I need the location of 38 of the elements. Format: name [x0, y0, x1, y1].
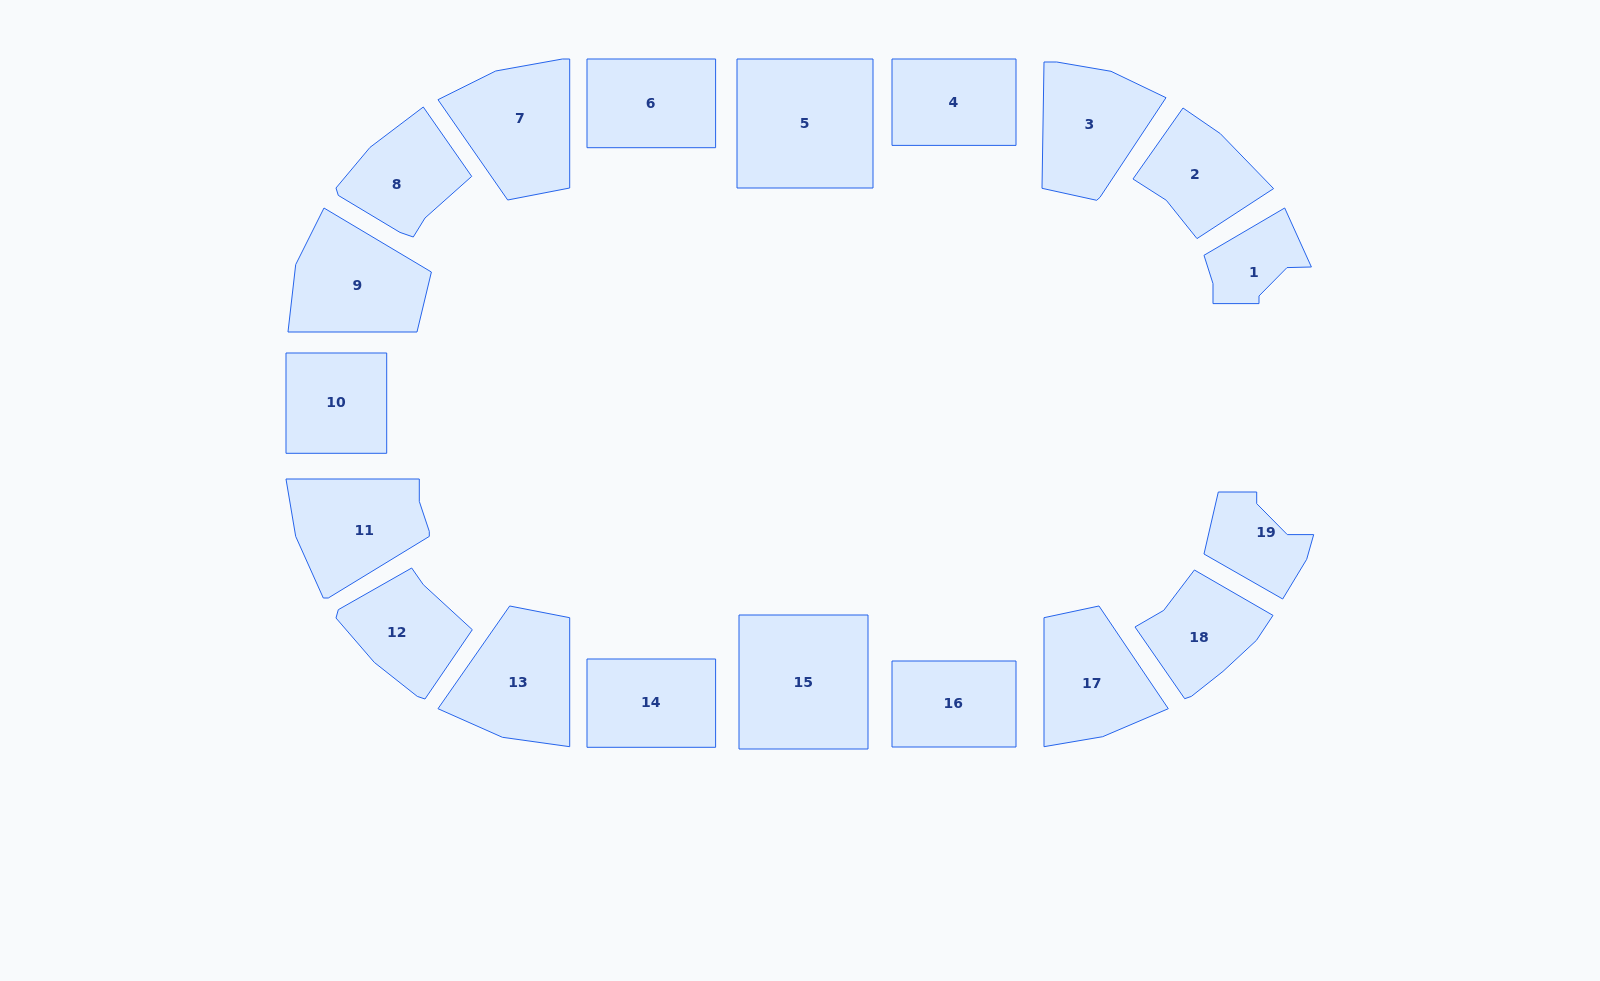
- section-number: 13: [508, 675, 528, 690]
- seating-section: [1134, 569, 1275, 700]
- seating-section: [735, 58, 874, 190]
- section-number: 3: [1084, 117, 1095, 131]
- seating-section: [437, 58, 571, 202]
- seating-section: [335, 106, 473, 239]
- seating-section: [738, 614, 869, 751]
- seating-section: [285, 352, 388, 455]
- seating-section: [890, 58, 1017, 147]
- section-number: 1: [1249, 265, 1259, 280]
- section-number: 4: [948, 94, 959, 109]
- section-number: 18: [1189, 630, 1209, 645]
- section-number: 17: [1081, 675, 1102, 690]
- section-number: 16: [943, 696, 963, 711]
- section-number: 8: [391, 177, 402, 192]
- seating-section: [287, 206, 433, 333]
- section-number: 14: [640, 695, 661, 709]
- seating-section: [1203, 490, 1315, 600]
- section-number: 2: [1190, 166, 1200, 181]
- seating-section: [1131, 106, 1275, 240]
- seating-section: [437, 605, 571, 748]
- section-number: 6: [645, 95, 656, 110]
- seating-section: [1043, 605, 1170, 748]
- seating-section: [585, 58, 717, 149]
- seating-section: [890, 660, 1017, 748]
- section-number: 7: [515, 110, 525, 125]
- seating-section: [1203, 206, 1313, 305]
- seating-section: [285, 478, 431, 600]
- section-number: 15: [793, 674, 814, 689]
- section-number: 11: [354, 523, 375, 537]
- section-number: 10: [326, 395, 346, 410]
- section-number: 12: [386, 625, 407, 640]
- seating-section: [335, 567, 474, 701]
- section-number: 9: [352, 278, 363, 292]
- section-number: 19: [1256, 525, 1276, 540]
- section-number: 5: [799, 116, 810, 131]
- seating-section: [585, 657, 717, 748]
- seating-section: [1041, 61, 1167, 202]
